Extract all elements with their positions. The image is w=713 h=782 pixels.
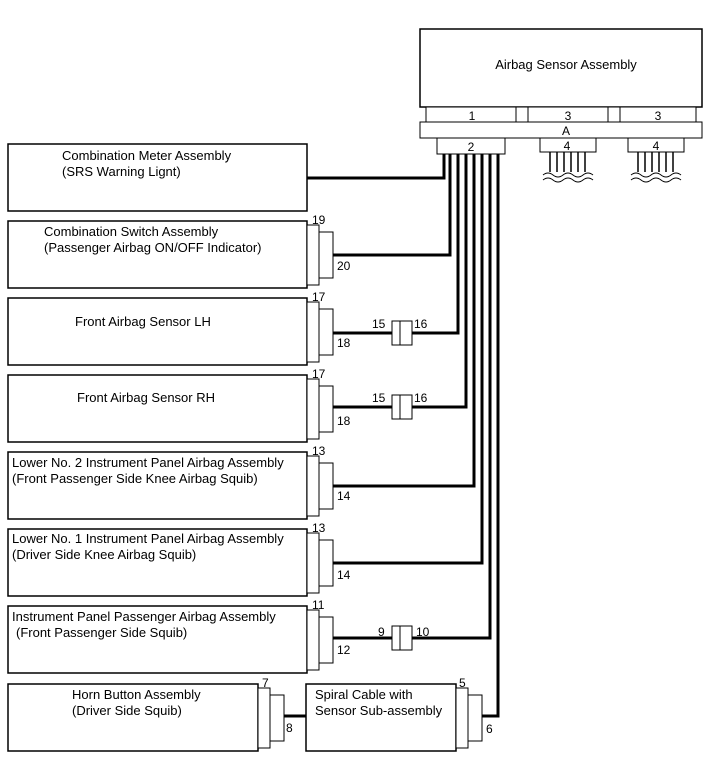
- splice-right-label: 16: [414, 317, 428, 331]
- lower-no1-instrument-panel-airbag: Lower No. 1 Instrument Panel Airbag Asse…: [7, 521, 351, 597]
- front-airbag-sensor-lh: Front Airbag Sensor LH 17 18 15 16: [7, 290, 428, 366]
- splice-right-label: 10: [416, 625, 430, 639]
- front-airbag-sensor-rh: Front Airbag Sensor RH 17 18 15 16: [7, 367, 428, 443]
- component-title: Horn Button Assembly: [72, 687, 201, 702]
- component-title: Lower No. 1 Instrument Panel Airbag Asse…: [12, 531, 284, 546]
- connector: [306, 224, 320, 286]
- pin-top: 11: [312, 598, 325, 612]
- component-subtitle: (SRS Warning Lignt): [62, 164, 181, 179]
- horn-button-assembly: Horn Button Assembly (Driver Side Squib)…: [7, 676, 293, 752]
- spiral-cable-title: Spiral Cable with: [315, 687, 413, 702]
- connector-3b-label: 3: [655, 109, 662, 123]
- splice-right-label: 16: [414, 391, 428, 405]
- splice-left: [391, 320, 401, 346]
- connector-4b-wires: [637, 152, 674, 172]
- pin-bottom: 20: [337, 259, 351, 273]
- connector-4b-label: 4: [653, 139, 660, 153]
- splice-left: [391, 625, 401, 651]
- connector-3a-label: 3: [565, 109, 572, 123]
- pin-bottom: 14: [337, 568, 351, 582]
- connector-4a: [539, 137, 597, 153]
- component-subtitle: (Front Passenger Side Squib): [16, 625, 187, 640]
- connector-1-label: 1: [469, 109, 476, 123]
- pin-top: 17: [312, 290, 326, 304]
- component-subtitle: (Front Passenger Side Knee Airbag Squib): [12, 471, 258, 486]
- component-title: Instrument Panel Passenger Airbag Assemb…: [12, 609, 276, 624]
- splice-left-label: 15: [372, 317, 386, 331]
- spiral-cable-subtitle: Sensor Sub-assembly: [315, 703, 443, 718]
- component-subtitle: (Passenger Airbag ON/OFF Indicator): [44, 240, 261, 255]
- component-title: Lower No. 2 Instrument Panel Airbag Asse…: [12, 455, 284, 470]
- pin-top: 17: [312, 367, 326, 381]
- pin-bottom: 8: [286, 721, 293, 735]
- splice-left: [391, 394, 401, 420]
- spiral-cable-sensor-sub-assembly: Spiral Cable with Sensor Sub-assembly 5 …: [305, 676, 493, 752]
- pin-top: 13: [312, 444, 326, 458]
- splice-left-label: 15: [372, 391, 386, 405]
- pin-bottom: 18: [337, 336, 351, 350]
- connector-plug: [318, 231, 334, 279]
- pin-bottom: 12: [337, 643, 351, 657]
- connector-2: [436, 137, 506, 155]
- airbag-sensor-assembly: Airbag Sensor Assembly 1 3 3 A 2 4 4: [419, 28, 703, 183]
- splice-right: [399, 320, 413, 346]
- component-title: Combination Switch Assembly: [44, 224, 219, 239]
- airbag-sensor-title: Airbag Sensor Assembly: [495, 57, 637, 72]
- pin-bottom: 18: [337, 414, 351, 428]
- connector-2-label: 2: [468, 140, 475, 154]
- connector-4a-wires: [549, 152, 586, 172]
- connector-4a-label: 4: [564, 139, 571, 153]
- pin-top: 7: [262, 676, 269, 690]
- connector-a-label: A: [562, 124, 570, 138]
- splice-right: [399, 625, 413, 651]
- instrument-panel-passenger-airbag: Instrument Panel Passenger Airbag Assemb…: [7, 598, 430, 674]
- wiring-harness: [284, 154, 500, 718]
- connector-4b: [627, 137, 685, 153]
- combination-meter-assembly: Combination Meter Assembly (SRS Warning …: [7, 143, 308, 212]
- pin-top: 5: [459, 676, 466, 690]
- splice-left-label: 9: [378, 625, 385, 639]
- pin-top: 19: [312, 213, 326, 227]
- component-subtitle: (Driver Side Squib): [72, 703, 182, 718]
- component-title: Front Airbag Sensor RH: [77, 390, 215, 405]
- lower-no2-instrument-panel-airbag: Lower No. 2 Instrument Panel Airbag Asse…: [7, 444, 351, 520]
- pin-bottom: 14: [337, 489, 351, 503]
- combination-switch-assembly: Combination Switch Assembly (Passenger A…: [7, 213, 351, 289]
- pin-top: 13: [312, 521, 326, 535]
- component-subtitle: (Driver Side Knee Airbag Squib): [12, 547, 196, 562]
- component-title: Front Airbag Sensor LH: [75, 314, 211, 329]
- pin-bottom: 6: [486, 722, 493, 736]
- component-title: Combination Meter Assembly: [62, 148, 232, 163]
- splice-right: [399, 394, 413, 420]
